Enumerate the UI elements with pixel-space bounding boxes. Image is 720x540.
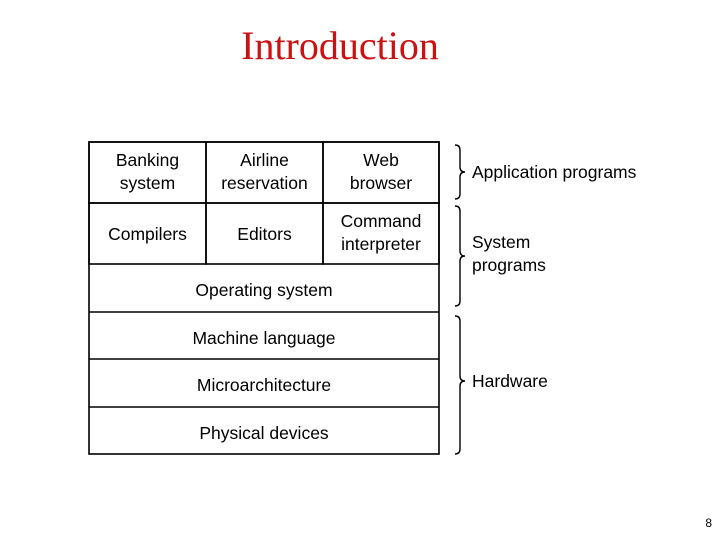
cell-label-web-line1: Web xyxy=(363,150,399,170)
layer-label-machine: Machine language xyxy=(192,328,335,348)
diagram-grid xyxy=(88,141,440,455)
cell-command xyxy=(322,202,440,265)
layer-label-physical: Physical devices xyxy=(199,423,329,443)
page-number: 8 xyxy=(705,516,712,530)
brace-system xyxy=(454,205,466,307)
group-label-system-line2: programs xyxy=(472,255,546,275)
cell-label-editors: Editors xyxy=(237,224,292,244)
cell-label-command-line2: interpreter xyxy=(341,234,421,254)
cell-label-airline-line1: Airline xyxy=(240,150,289,170)
braces xyxy=(454,144,466,455)
brace-application xyxy=(454,144,466,200)
cell-label-compilers: Compilers xyxy=(108,224,187,244)
cell-label-command-line1: Command xyxy=(341,211,422,231)
slide-title: Introduction xyxy=(241,23,439,68)
cell-label-banking-line1: Banking xyxy=(116,150,179,170)
brace-hardware xyxy=(454,315,466,455)
group-label-hardware: Hardware xyxy=(472,371,548,391)
layer-label-micro: Microarchitecture xyxy=(197,375,331,395)
group-label-system-line1: System xyxy=(472,232,530,252)
layer-label-os: Operating system xyxy=(195,280,332,300)
cell-label-airline-line2: reservation xyxy=(221,173,308,193)
cell-label-web-line2: browser xyxy=(350,173,412,193)
group-label-application: Application programs xyxy=(472,162,637,182)
cell-label-banking-line2: system xyxy=(120,173,175,193)
